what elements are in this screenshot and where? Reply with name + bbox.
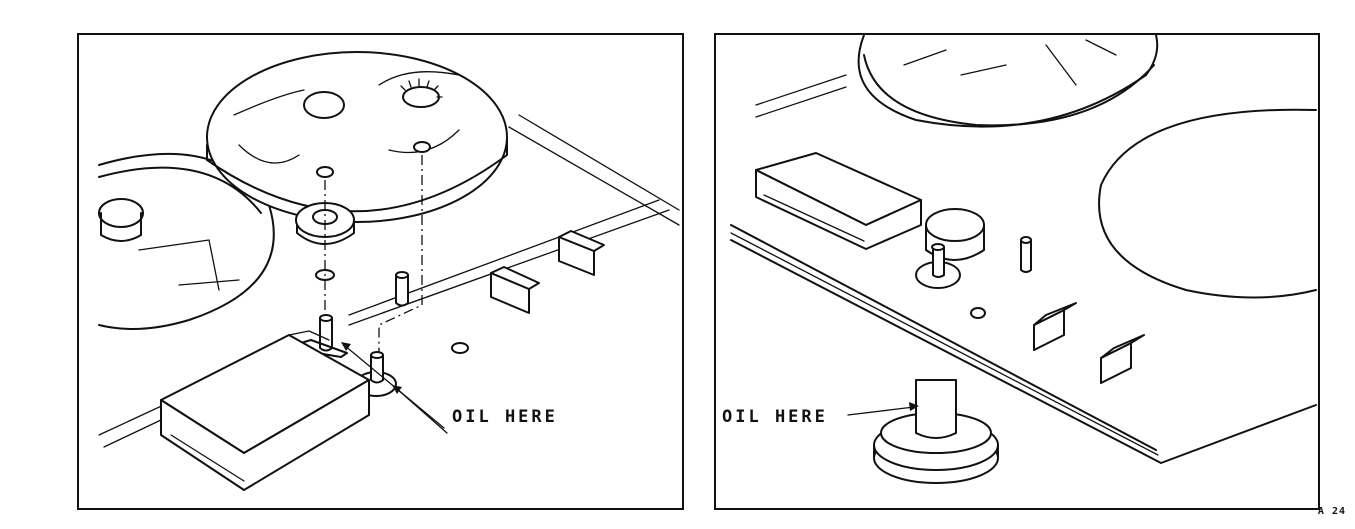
right-illustration: OIL HERE	[716, 35, 1318, 508]
deck-edge-upper	[519, 115, 679, 210]
deck-rail-2	[349, 210, 669, 325]
left-illustration-panel: OIL HERE	[77, 33, 684, 510]
head-cover	[756, 153, 921, 249]
figure-code: A 24	[1318, 506, 1346, 517]
reel	[859, 35, 1158, 127]
take-up-reel	[207, 52, 507, 222]
deck-back-edge	[756, 75, 846, 105]
flat-disc-reel	[1099, 110, 1316, 298]
reel-hub-hole	[304, 92, 344, 118]
drive-pulley	[874, 380, 998, 483]
deck-edge-upper-2	[509, 127, 679, 225]
deck-front-edge	[731, 240, 1316, 463]
callout-arrow	[848, 407, 914, 415]
callout-arrow-2	[397, 389, 447, 433]
guide-pin	[396, 272, 408, 306]
right-illustration-panel: OIL HERE	[714, 33, 1320, 510]
capstan-pin	[933, 247, 944, 277]
small-button	[971, 308, 985, 318]
spindle-washer-top	[317, 167, 333, 177]
small-button	[452, 343, 468, 353]
guide-pin	[1021, 240, 1031, 272]
head-cover	[161, 331, 369, 490]
oil-here-label-right: OIL HERE	[722, 407, 828, 427]
oil-here-label-left: OIL HERE	[452, 407, 558, 427]
supply-spindle-cap	[99, 199, 143, 227]
left-illustration: OIL HERE	[79, 35, 682, 508]
gear-washer	[414, 142, 430, 152]
